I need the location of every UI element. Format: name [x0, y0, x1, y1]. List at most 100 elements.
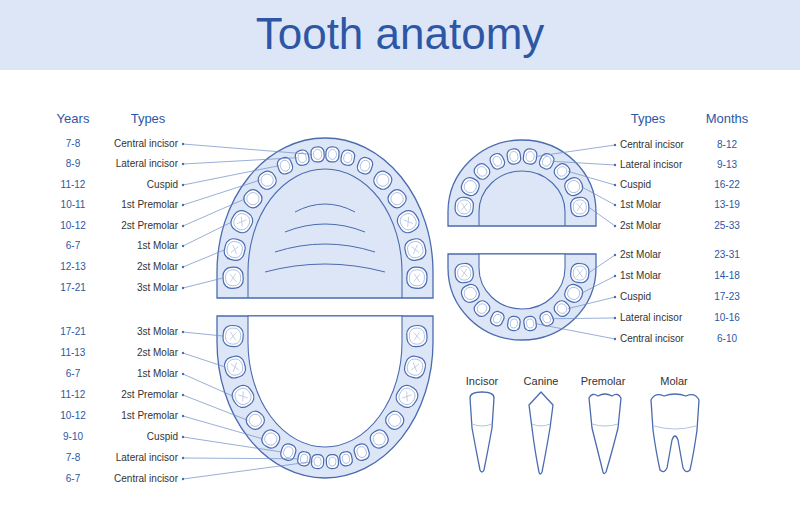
leader-line [552, 161, 615, 165]
tooth-outline [406, 267, 427, 289]
leader-line [183, 144, 312, 154]
age-value: 10-16 [714, 312, 740, 324]
tooth-inner [247, 412, 264, 429]
leader-dot [182, 163, 184, 165]
molar-groove [414, 274, 420, 282]
leader-line [183, 199, 245, 226]
tooth [222, 237, 246, 262]
tooth [353, 442, 371, 462]
tooth-outline [222, 267, 243, 289]
molar-groove [231, 245, 239, 254]
tooth-outline [311, 454, 324, 469]
tooth [385, 187, 409, 211]
inner-outline [248, 169, 402, 298]
age-value: 17-21 [60, 326, 86, 338]
gum-outline [448, 254, 596, 340]
tooth-outline [523, 316, 537, 332]
tooth-type: 2st Premolar [121, 389, 178, 401]
molar-groove [230, 332, 237, 340]
tooth-outline [570, 197, 590, 217]
age-value: 25-33 [714, 220, 740, 232]
tooth [489, 310, 506, 328]
tooth-type: 1st Premolar [121, 410, 178, 422]
tooth-inner [492, 155, 504, 167]
tooth-inner [386, 412, 403, 429]
tooth-type: 2st Molar [620, 249, 661, 261]
tooth-outline [393, 382, 421, 411]
leader-dot [182, 415, 184, 417]
tooth-inner [398, 211, 419, 232]
leader-line [183, 462, 313, 479]
tooth-outline [371, 168, 394, 191]
leader-line [183, 395, 248, 420]
leader-dot [182, 457, 184, 459]
age-value: 6-7 [66, 368, 80, 380]
age-value: 17-21 [60, 282, 86, 294]
tooth [523, 148, 538, 165]
tooth [222, 325, 243, 347]
leader-dot [182, 184, 184, 186]
tooth-inner [329, 457, 337, 466]
tooth-inner [328, 149, 337, 159]
molar-groove [402, 391, 411, 401]
tooth-outline [406, 325, 427, 347]
leader-dot [182, 266, 184, 268]
molar-figure [651, 394, 699, 472]
tooth-inner [279, 159, 291, 172]
tooth-inner [573, 266, 587, 281]
age-value: 9-13 [717, 159, 737, 171]
gum-outline [448, 140, 596, 226]
leader-dot [614, 254, 616, 256]
tooth-type: 2st Molar [137, 261, 178, 273]
tooth [403, 354, 428, 380]
tooth-type: Cuspid [620, 291, 651, 303]
tooth-inner [231, 211, 252, 232]
molar-groove [461, 203, 468, 211]
tooth-inner [457, 199, 471, 214]
tooth [325, 147, 339, 163]
palate-ridge [275, 244, 375, 252]
tooth-inner [343, 152, 353, 163]
leader-dot [614, 184, 616, 186]
tooth [507, 316, 521, 332]
age-value: 9-10 [63, 431, 83, 443]
tooth [570, 197, 590, 217]
tooth-inner [566, 285, 582, 301]
age-value: 6-7 [66, 240, 80, 252]
tooth-outline [523, 148, 538, 165]
tooth [223, 354, 248, 380]
gum-outline [217, 138, 433, 298]
molar-groove [231, 362, 239, 371]
tooth [472, 298, 492, 319]
tooth-inner [542, 313, 552, 324]
tooth-outline [325, 147, 339, 163]
tooth [294, 149, 310, 166]
tooth-outline [403, 237, 427, 262]
tooth [340, 149, 356, 166]
age-value: 23-31 [714, 249, 740, 261]
tooth-inner [263, 431, 279, 447]
tooth-outline [454, 263, 474, 283]
age-value: 6-10 [717, 333, 737, 345]
age-value: 6-7 [66, 473, 80, 485]
leader-line [183, 250, 225, 267]
tooth-type: Lateral incisor [116, 452, 178, 464]
leader-line [535, 324, 615, 340]
leader-line [183, 416, 263, 439]
leader-dot [614, 338, 616, 340]
tooth [311, 454, 324, 469]
leader-line [183, 374, 234, 396]
leader-dot [182, 204, 184, 206]
tooth-outline [241, 187, 265, 211]
tooth-inner [375, 172, 392, 189]
tooth [222, 267, 243, 289]
tooth-outline [459, 282, 482, 305]
leader-line [183, 353, 226, 367]
age-value: 8-12 [717, 139, 737, 151]
molar-groove [414, 332, 421, 340]
molar-groove [576, 269, 583, 277]
tooth [459, 175, 482, 198]
age-value: 14-18 [714, 270, 740, 282]
tooth-inner [226, 357, 245, 376]
